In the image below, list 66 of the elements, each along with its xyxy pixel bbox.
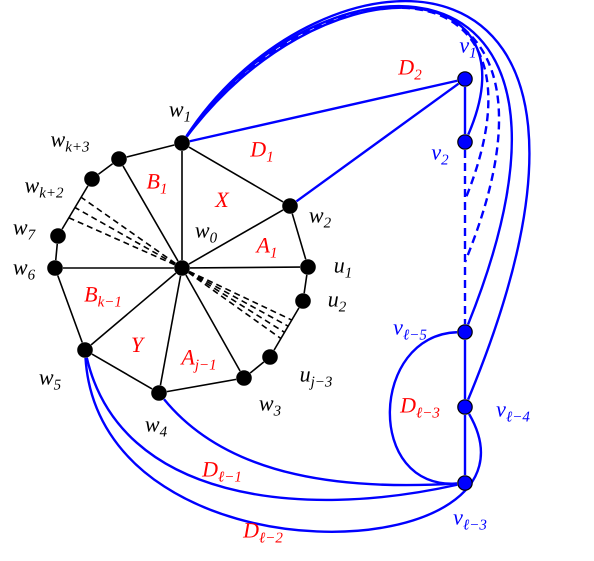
vertex-label: w$_{k+2}$ [24,174,64,202]
edge [63,267,174,269]
dashed-edge [186,7,500,262]
edge [163,398,458,486]
edge [185,0,530,400]
edge [273,307,300,351]
vertex-label: u$_{2}$ [328,288,346,316]
edge [181,151,183,260]
vertex-label: w$_{4}$ [144,413,168,441]
dashed-edge [464,150,466,324]
edge [86,357,458,501]
dashed-edge [74,206,176,265]
edge [464,340,466,399]
edge [186,5,512,325]
edge [122,166,179,262]
region-label: A$_{j−1}$ [181,346,217,374]
vertex-label: w$_{3}$ [258,392,282,420]
vertex-label: v$_{1}$ [459,34,477,62]
edge [186,6,483,138]
edge [90,272,176,346]
vertex-label: w$_{0}$ [194,219,218,247]
vertex-label: u$_{1}$ [334,254,352,282]
vertex-label: w$_{7}$ [12,216,36,244]
vertex-label: v$_{ℓ−3}$ [453,506,487,534]
edge [84,358,482,533]
edge [54,244,58,260]
vertex-label: v$_{ℓ−4}$ [496,398,530,426]
edge [92,353,152,390]
edge [98,163,114,175]
edge [190,80,458,142]
edge [160,276,182,386]
vertex-label: w$_{1}$ [168,98,192,126]
edge [188,209,284,265]
edge [126,144,174,158]
region-label: B$_{1}$ [146,170,168,198]
edge [296,82,460,202]
vertex-label: v$_{ℓ−5}$ [393,316,427,344]
edge [388,331,458,485]
region-label: D$_{ℓ−2}$ [243,519,283,547]
region-label: D$_{1}$ [250,138,274,166]
vertex-label: w$_{k+3}$ [50,128,90,156]
vertex-label: v$_{2}$ [431,141,449,169]
edge [464,87,466,134]
edge [188,146,284,203]
edge [250,361,264,374]
dashed-edge [80,196,176,264]
edge [61,185,89,230]
edge [190,266,300,269]
region-label: Y [130,334,144,356]
region-label: X [215,189,229,211]
region-label: A$_{1}$ [256,234,278,262]
vertex-label: w$_{6}$ [12,256,36,284]
edge [57,275,83,343]
region-label: D$_{ℓ−1}$ [202,458,242,486]
edge [292,213,306,260]
edge [185,274,241,372]
region-label: B$_{k−1}$ [84,283,122,311]
edge [166,378,236,392]
edge [303,274,308,294]
region-label: D$_{ℓ−3}$ [400,394,440,422]
vertex-label: u$_{j−3}$ [300,363,332,391]
region-label: D$_{2}$ [398,56,422,84]
edge [464,415,466,475]
dashed-edge [68,217,176,266]
vertex-label: w$_{2}$ [308,204,332,232]
vertex-label: w$_{5}$ [38,366,62,394]
